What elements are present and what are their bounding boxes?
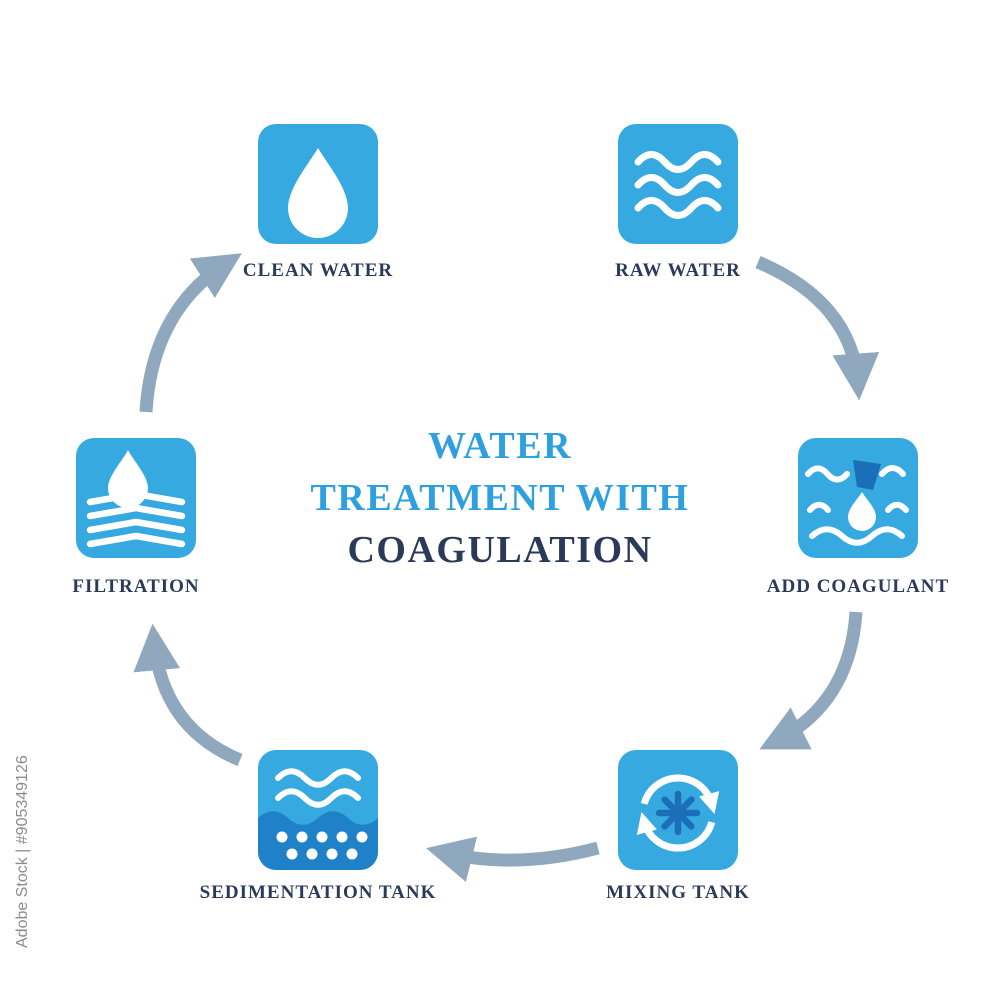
diagram-title: WATER TREATMENT WITH COAGULATION bbox=[0, 420, 1000, 576]
clean-water-label: CLEAN WATER bbox=[242, 260, 394, 281]
node-add-coagulant bbox=[798, 438, 918, 558]
water-waves-icon bbox=[618, 124, 738, 244]
add-coagulant-label: ADD COAGULANT bbox=[766, 576, 950, 597]
mixing-tank-label: MIXING TANK bbox=[606, 882, 750, 903]
arrow-mixing-to-sedimentation bbox=[426, 836, 600, 882]
node-clean-water bbox=[258, 124, 378, 244]
node-mixing-tank bbox=[618, 750, 738, 870]
sediment-particles-icon bbox=[258, 750, 378, 870]
arrow-raw-to-coagulant bbox=[755, 256, 880, 401]
node-sedimentation-tank bbox=[258, 750, 378, 870]
filter-layers-icon bbox=[76, 438, 196, 558]
mixing-rotation-icon bbox=[618, 750, 738, 870]
raw-water-label: RAW WATER bbox=[615, 260, 741, 281]
title-line-1: WATER bbox=[427, 425, 573, 467]
sedimentation-tank-label: SEDIMENTATION TANK bbox=[199, 882, 437, 903]
node-raw-water bbox=[618, 124, 738, 244]
stock-watermark: Adobe Stock | #905349126 bbox=[14, 755, 31, 948]
arrow-filtration-to-clean bbox=[139, 253, 242, 413]
title-line-3: COAGULATION bbox=[347, 529, 653, 571]
arrow-sedimentation-to-filtration bbox=[133, 623, 243, 767]
title-line-2: TREATMENT WITH bbox=[310, 477, 690, 519]
water-drop-icon bbox=[258, 124, 378, 244]
filtration-label: FILTRATION bbox=[72, 576, 200, 597]
coagulant-pour-icon bbox=[798, 438, 918, 558]
node-filtration bbox=[76, 438, 196, 558]
arrow-coagulant-to-mixing bbox=[759, 611, 863, 750]
